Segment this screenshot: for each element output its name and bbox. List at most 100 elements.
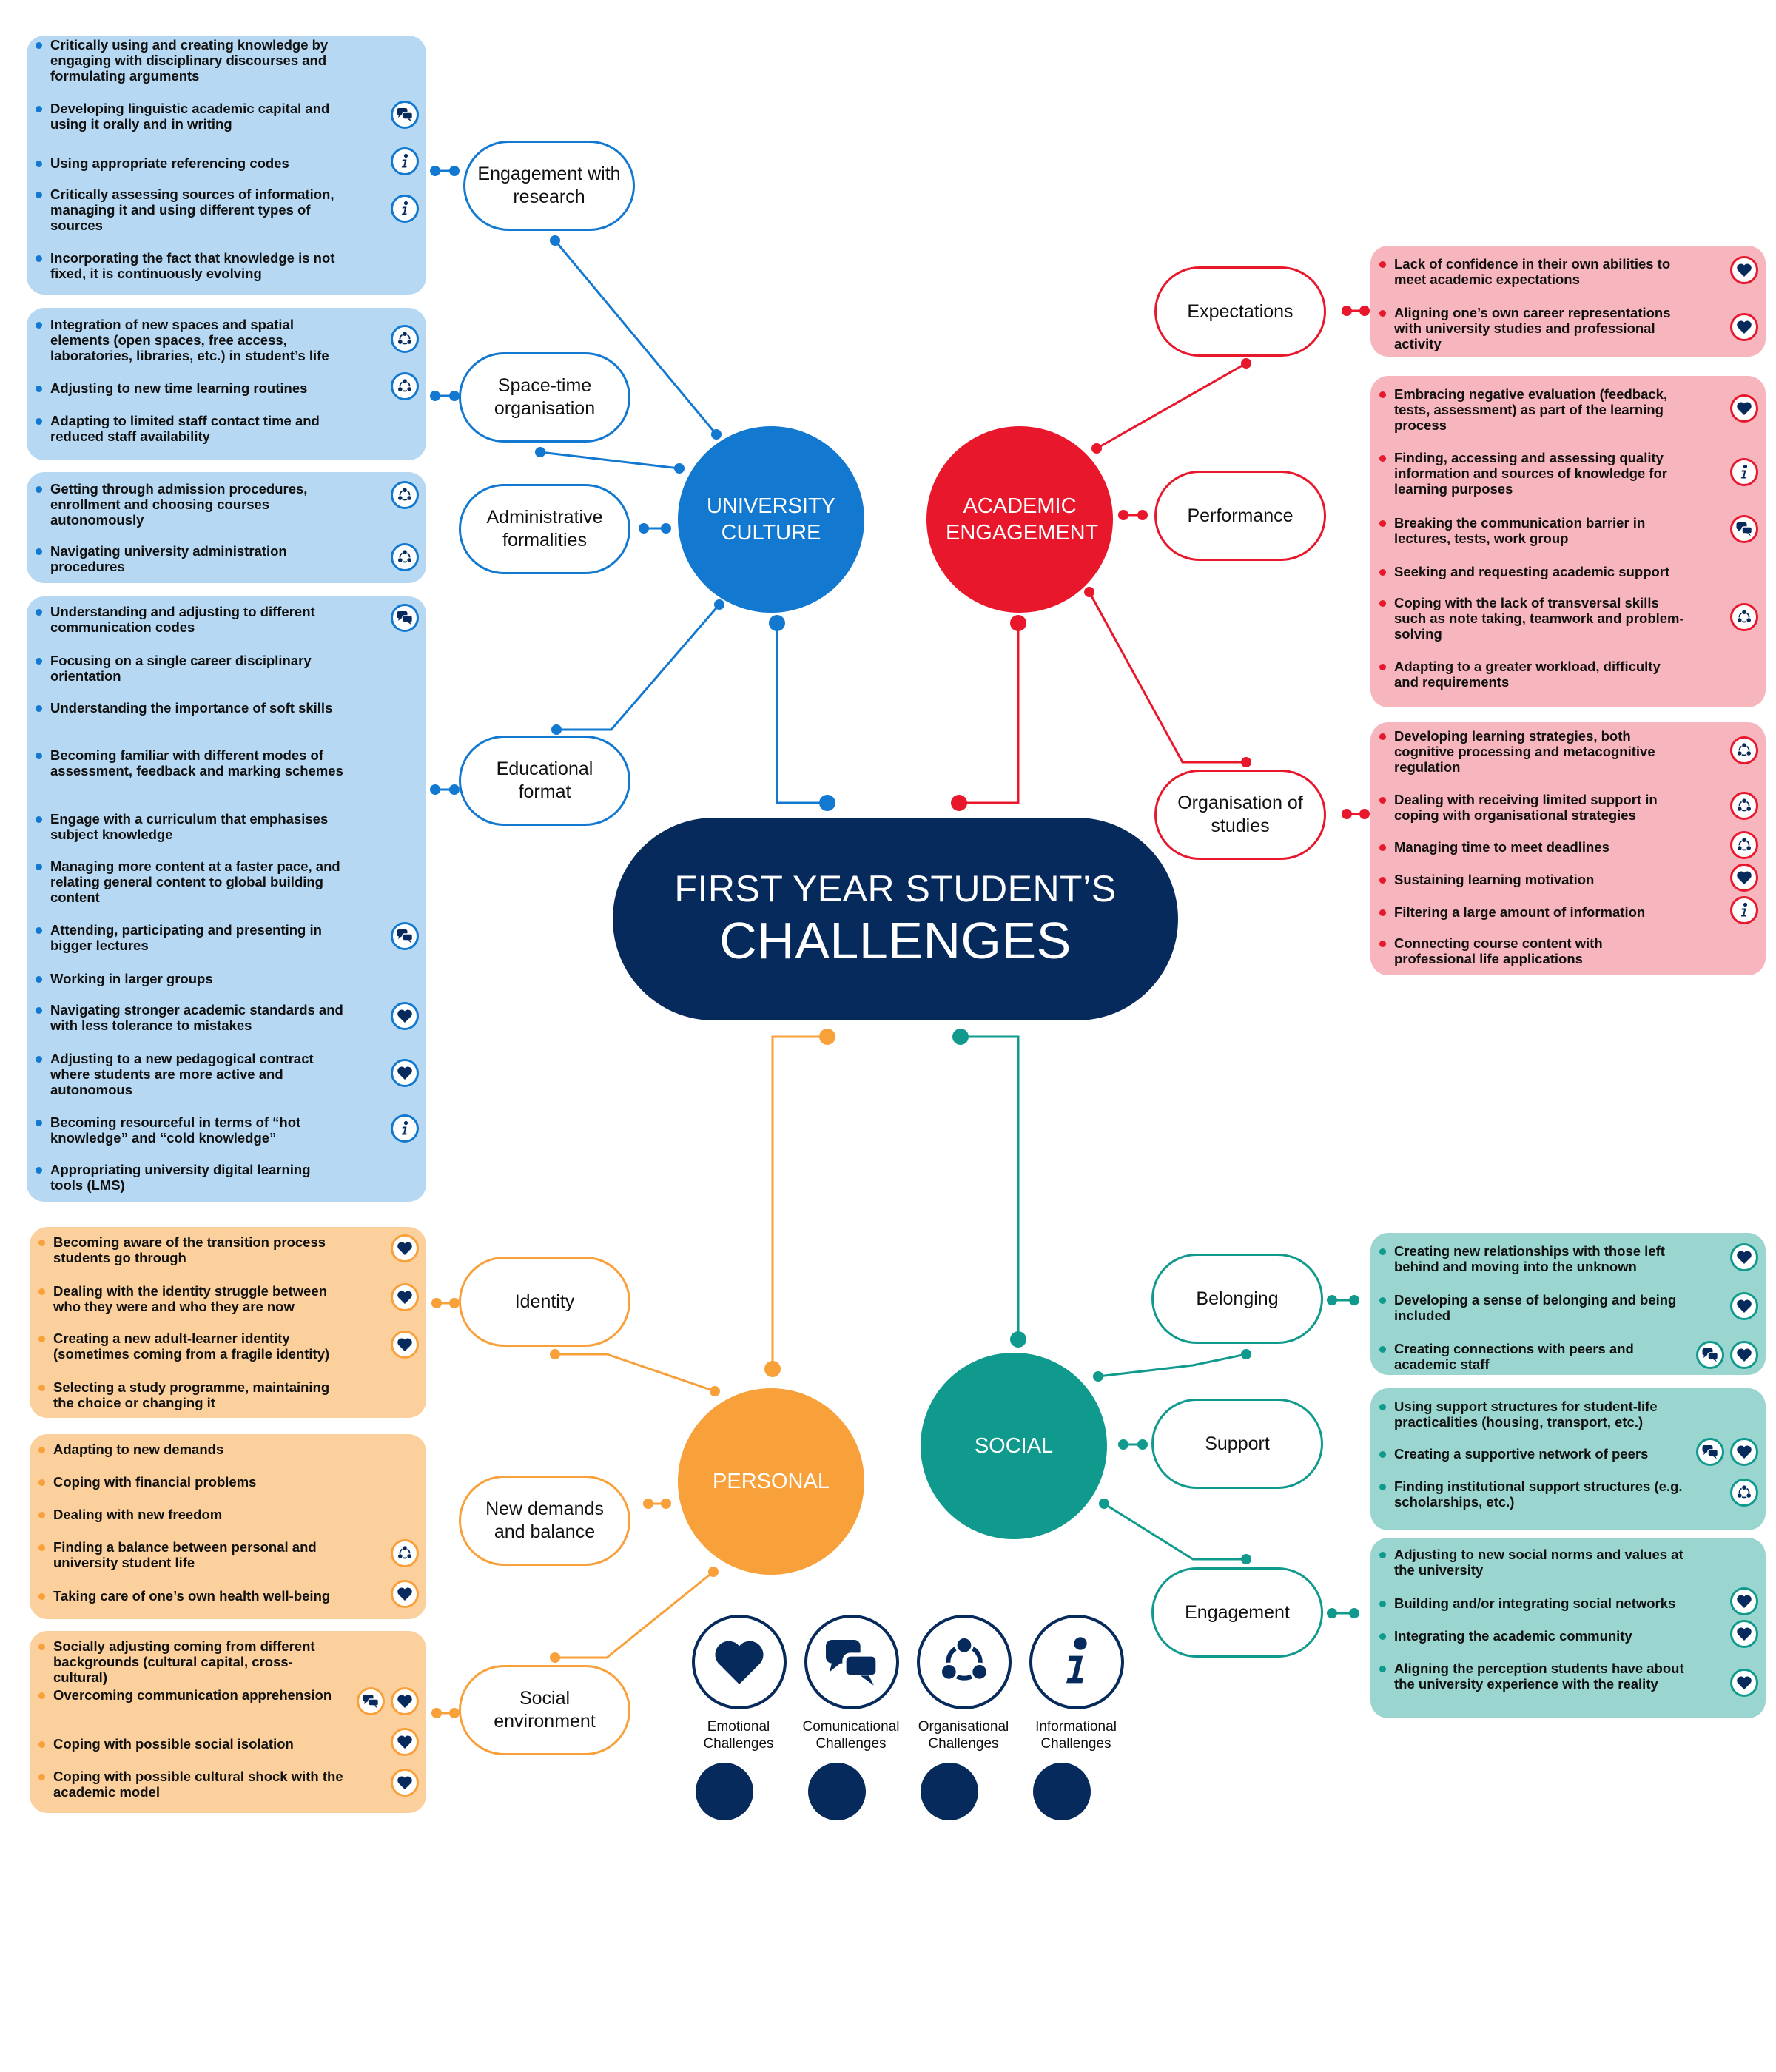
university-subtopic-node: Educational format xyxy=(459,736,630,826)
emotional-icon xyxy=(1730,313,1758,341)
communicational-icon xyxy=(391,922,419,950)
personal-connector-1-dot xyxy=(661,1498,671,1509)
personal-challenge-item: Dealing with the identity struggle betwe… xyxy=(38,1283,345,1314)
university-challenge-panel xyxy=(27,308,426,460)
academic-challenge-item: Filtering a large amount of information xyxy=(1379,904,1684,920)
academic-link-end xyxy=(1084,587,1094,597)
academic-connector-0-dot xyxy=(1342,306,1352,316)
university-connector-0-dot xyxy=(430,166,440,176)
university-link-end xyxy=(769,615,785,631)
university-challenge-item: Engage with a curriculum that emphasises… xyxy=(36,811,345,842)
social-link-2 xyxy=(961,1035,1020,1339)
organisational-icon xyxy=(917,1615,1012,1709)
personal-challenge-item: Overcoming communication apprehension xyxy=(38,1687,345,1703)
university-connector-3-dot xyxy=(449,784,460,795)
personal-connector-1-dot xyxy=(643,1498,653,1509)
personal-challenge-panel xyxy=(30,1434,426,1619)
social-challenge-panel xyxy=(1370,1538,1766,1718)
emotional-icon xyxy=(391,1728,419,1756)
informational-icon xyxy=(1029,1615,1124,1709)
informational-icon xyxy=(1730,458,1758,486)
academic-connector-1-dot xyxy=(1118,510,1128,520)
university-challenge-item: Appropriating university digital learnin… xyxy=(36,1162,345,1193)
university-challenge-item: Navigating university administration pro… xyxy=(36,543,345,574)
title-line-2: CHALLENGES xyxy=(719,912,1072,969)
legend-marker xyxy=(808,1763,866,1820)
title-line-1: FIRST YEAR STUDENT’S xyxy=(674,868,1117,909)
social-subtopic-node: Engagement xyxy=(1151,1567,1323,1658)
social-subtopic-node: Support xyxy=(1151,1399,1323,1489)
social-link-1 xyxy=(1103,1502,1246,1561)
university-challenge-item: Attending, participating and presenting … xyxy=(36,922,345,953)
social-subtopic-label: Engagement xyxy=(1185,1601,1290,1623)
personal-challenge-item: Socially adjusting coming from different… xyxy=(38,1638,345,1685)
emotional-icon xyxy=(692,1615,787,1709)
university-link-end xyxy=(819,795,835,811)
university-connector-2-dot xyxy=(639,523,649,534)
academic-link-end xyxy=(1092,443,1102,454)
university-link-end xyxy=(674,463,684,474)
university-link-0 xyxy=(554,240,718,435)
organisational-icon xyxy=(391,325,419,353)
informational-icon xyxy=(391,195,419,223)
emotional-icon xyxy=(1730,864,1758,892)
emotional-icon xyxy=(1730,1341,1758,1369)
university-challenge-item: Working in larger groups xyxy=(36,971,345,986)
university-link-end xyxy=(550,235,560,246)
communicational-icon xyxy=(1730,515,1758,543)
organisational-icon xyxy=(391,372,419,400)
social-link-end xyxy=(1099,1498,1109,1509)
informational-icon xyxy=(391,1114,419,1143)
academic-challenge-item: Adapting to a greater workload, difficul… xyxy=(1379,659,1684,690)
academic-link-end xyxy=(1241,757,1251,767)
personal-connector-2-dot xyxy=(431,1708,442,1718)
academic-challenge-item: Sustaining learning motivation xyxy=(1379,872,1684,887)
academic-link-end xyxy=(1010,615,1026,631)
emotional-icon xyxy=(391,1769,419,1797)
personal-challenge-item: Adapting to new demands xyxy=(38,1442,345,1457)
university-main-label: UNIVERSITY CULTURE xyxy=(706,494,836,545)
social-challenge-item: Developing a sense of belonging and bein… xyxy=(1379,1292,1684,1323)
university-subtopic-label: Administrative formalities xyxy=(486,507,603,551)
personal-subtopic-node: New demands and balance xyxy=(459,1476,630,1566)
university-subtopic-label: Engagement with research xyxy=(477,164,621,207)
social-challenge-item: Adjusting to new social norms and values… xyxy=(1379,1547,1684,1578)
university-main-node: UNIVERSITY CULTURE xyxy=(678,426,864,613)
emotional-icon xyxy=(1730,394,1758,423)
personal-subtopic-node: Identity xyxy=(459,1257,630,1347)
university-subtopic-node: Administrative formalities xyxy=(459,484,630,574)
social-subtopic-label: Support xyxy=(1205,1433,1270,1454)
personal-challenge-item: Creating a new adult-learner identity (s… xyxy=(38,1331,345,1362)
academic-subtopic-label: Organisation of studies xyxy=(1177,793,1303,836)
personal-link-2 xyxy=(771,1035,827,1369)
academic-main-node: ACADEMIC ENGAGEMENT xyxy=(926,426,1113,613)
communicational-icon xyxy=(804,1615,899,1709)
social-challenge-item: Creating connections with peers and acad… xyxy=(1379,1341,1684,1372)
informational-icon xyxy=(1730,896,1758,924)
personal-subtopic-label: Identity xyxy=(514,1291,575,1312)
academic-link-0 xyxy=(1096,362,1247,450)
organisational-icon xyxy=(1730,831,1758,859)
university-challenge-item: Critically using and creating knowledge … xyxy=(36,37,345,84)
social-challenge-item: Aligning the perception students have ab… xyxy=(1379,1661,1684,1692)
social-link-end xyxy=(1093,1371,1103,1382)
personal-link-end xyxy=(764,1361,781,1377)
personal-main-label: PERSONAL xyxy=(713,1470,830,1493)
social-challenge-item: Creating a supportive network of peers xyxy=(1379,1446,1684,1462)
academic-challenge-item: Finding, accessing and assessing quality… xyxy=(1379,450,1684,497)
university-challenge-item: Adapting to limited staff contact time a… xyxy=(36,413,345,444)
university-challenge-item: Understanding the importance of soft ski… xyxy=(36,700,345,716)
academic-challenge-item: Managing time to meet deadlines xyxy=(1379,839,1684,855)
organisational-icon xyxy=(391,543,419,571)
emotional-icon xyxy=(391,1687,419,1715)
emotional-icon xyxy=(391,1331,419,1359)
organisational-icon xyxy=(1730,1479,1758,1507)
university-connector-3-dot xyxy=(430,784,440,795)
personal-challenge-item: Coping with possible social isolation xyxy=(38,1736,345,1752)
personal-connector-0-dot xyxy=(431,1298,442,1308)
social-link-end xyxy=(1241,1554,1251,1564)
organisational-icon xyxy=(1730,603,1758,631)
academic-subtopic-node: Expectations xyxy=(1154,266,1326,357)
